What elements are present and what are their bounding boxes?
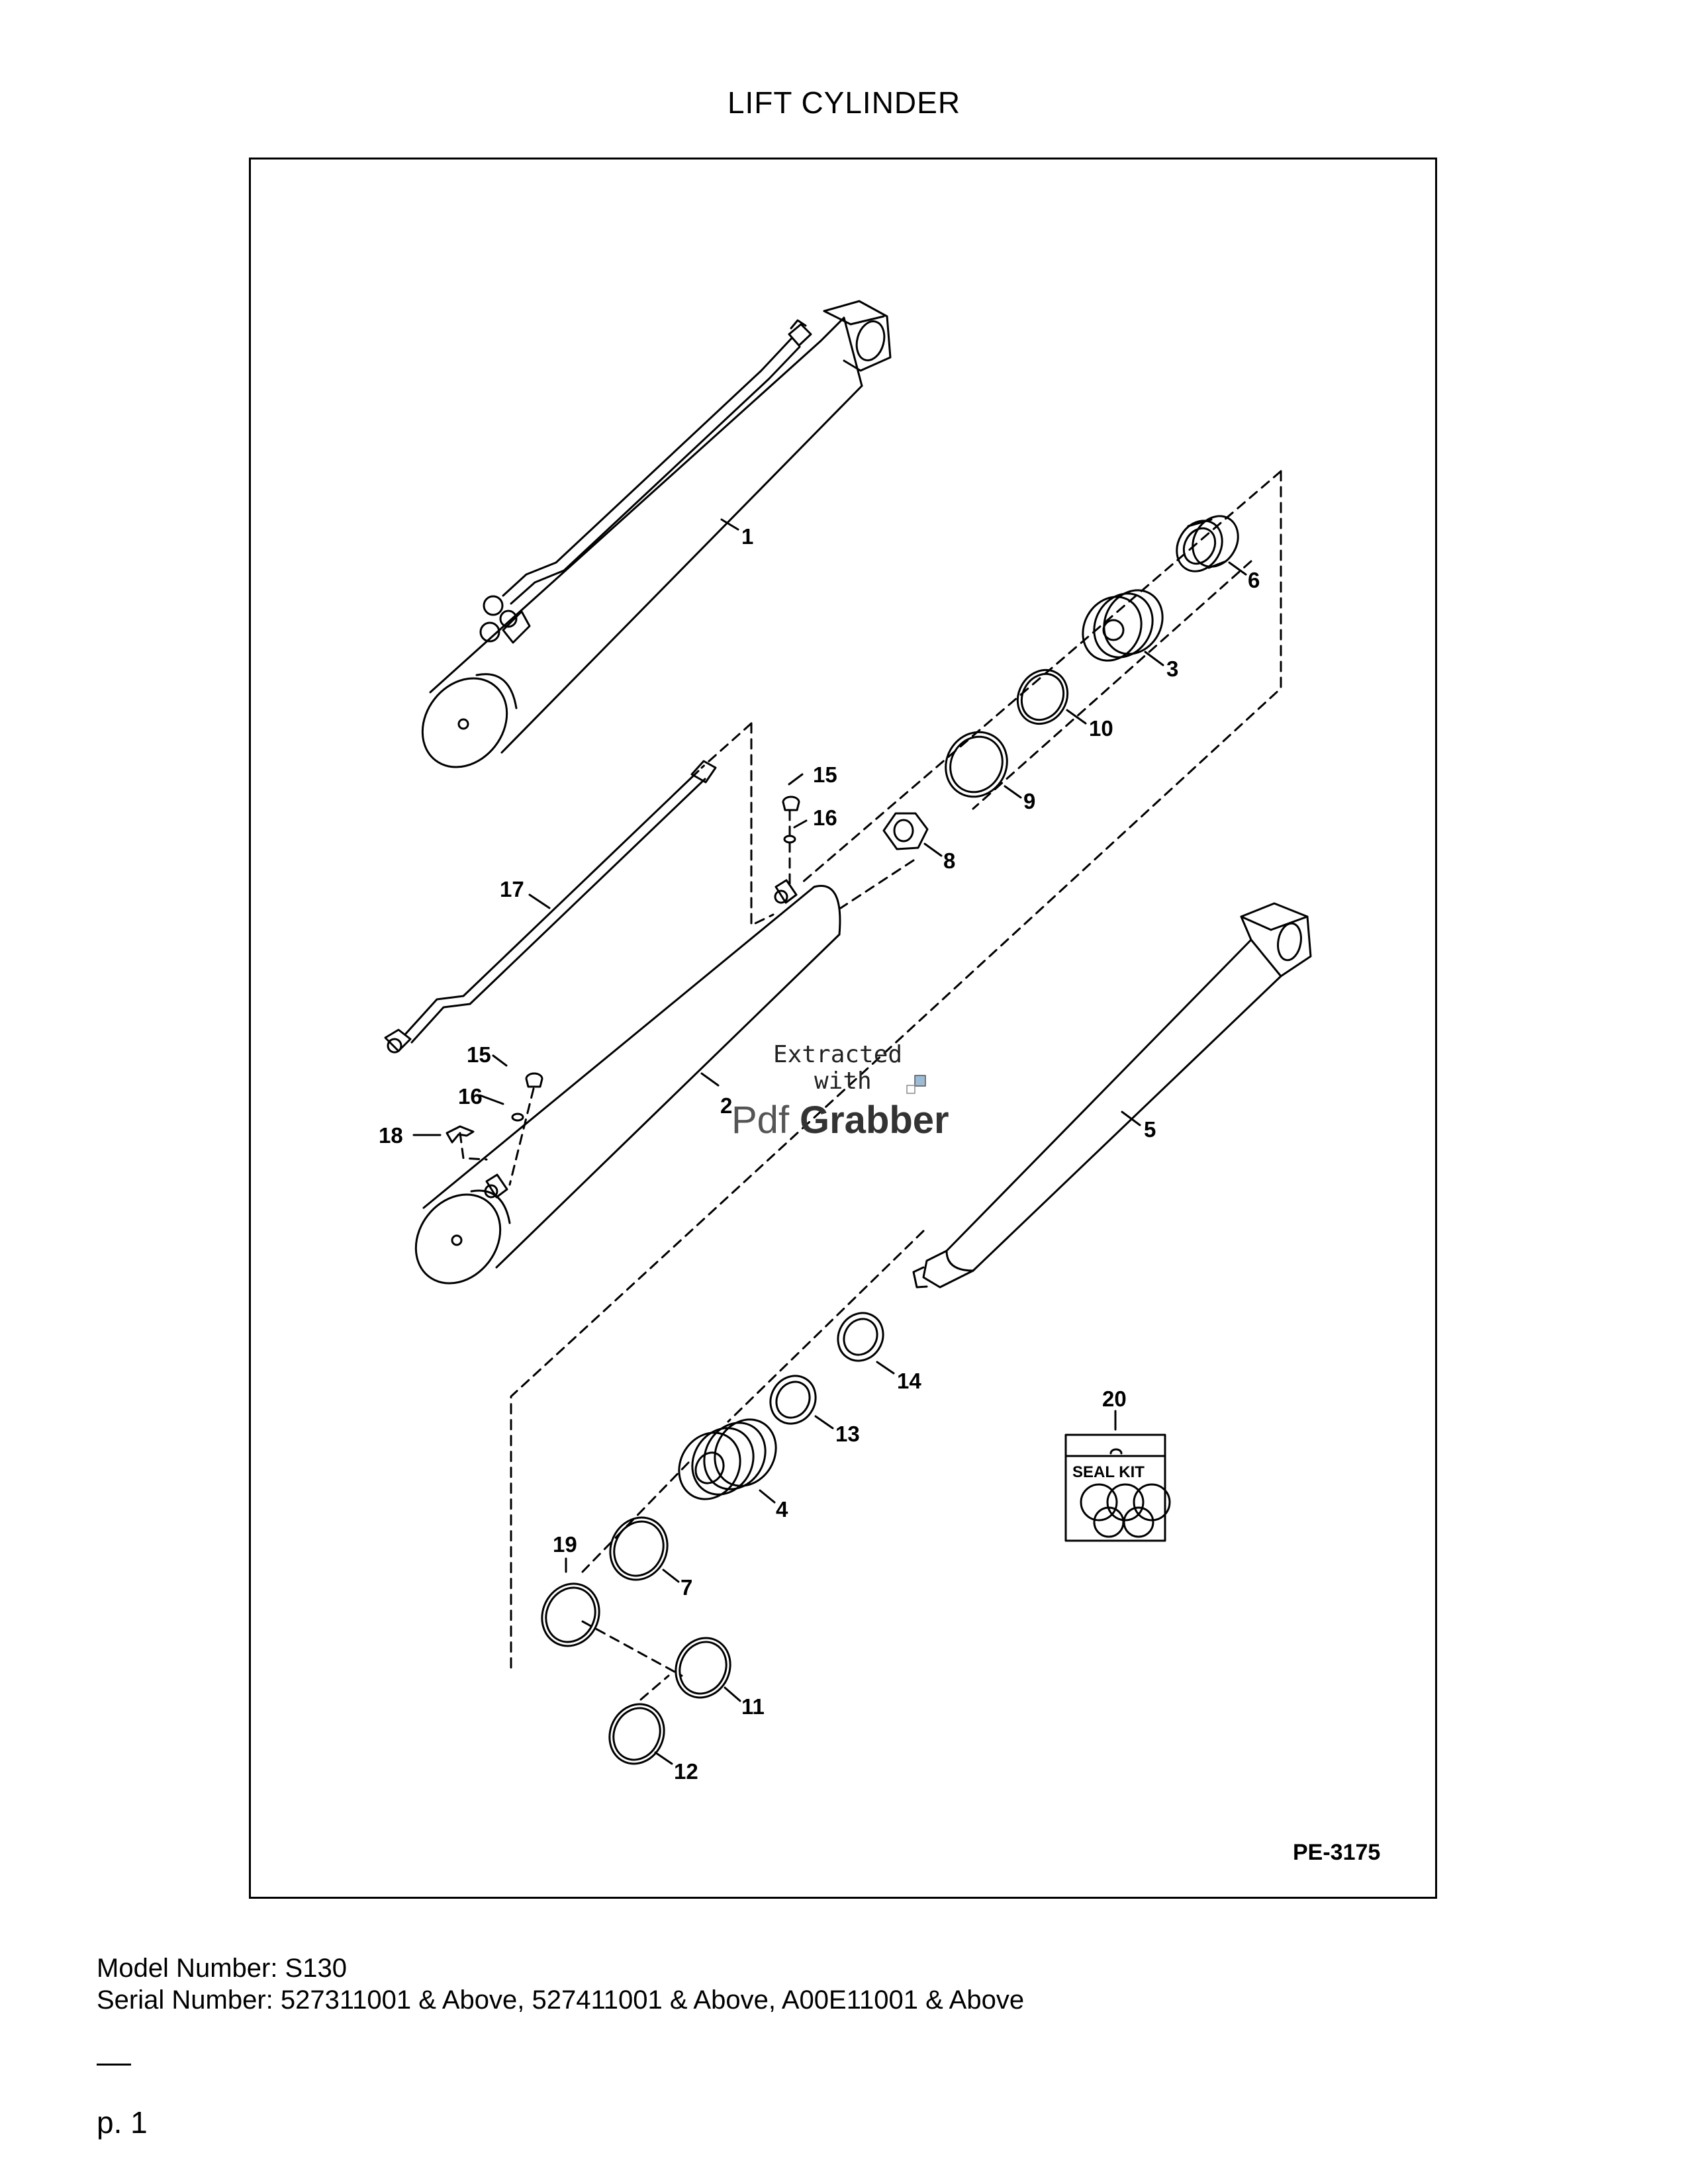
watermark-line1: Extracted — [773, 1041, 902, 1068]
callout-16-top: 16 — [813, 805, 837, 830]
callout-17: 17 — [500, 877, 524, 901]
callout-9: 9 — [1023, 789, 1035, 813]
page-number-rule — [97, 2064, 131, 2066]
callout-15-bottom: 15 — [467, 1042, 491, 1067]
callout-15-top: 15 — [813, 762, 837, 787]
serial-number: Serial Number: 527311001 & Above, 527411… — [97, 1985, 1025, 2015]
pdfgrabber-watermark: Extracted with Pdf Grabber — [731, 1041, 949, 1142]
callout-8: 8 — [943, 848, 955, 873]
callout-12: 12 — [674, 1759, 698, 1784]
callout-18: 18 — [379, 1123, 403, 1148]
callout-14: 14 — [897, 1369, 921, 1393]
callout-11: 11 — [741, 1694, 765, 1719]
callout-16-bottom: 16 — [458, 1084, 483, 1109]
part-2-barrel — [414, 879, 841, 1285]
part-20-seal-kit — [1064, 1410, 1171, 1542]
callout-7: 7 — [680, 1575, 692, 1600]
explode-guides — [459, 470, 1282, 1701]
watermark-line2: with — [814, 1068, 872, 1095]
part-5-rod — [912, 902, 1312, 1289]
part-6-bushing — [1176, 515, 1239, 572]
part-8-nut — [882, 812, 929, 850]
callout-2: 2 — [720, 1093, 732, 1118]
seal-kit-label: SEAL KIT — [1072, 1463, 1145, 1481]
callout-1: 1 — [741, 524, 753, 549]
callout-4: 4 — [776, 1497, 788, 1522]
part-17-tube — [384, 760, 717, 1054]
drawing-code: PE-3175 — [1293, 1840, 1380, 1865]
model-number: Model Number: S130 — [97, 1954, 347, 1983]
watermark-brand-a: Pdf — [731, 1099, 790, 1142]
part-3-head — [1082, 589, 1164, 662]
o-rings — [541, 668, 1069, 1765]
page-number: p. 1 — [97, 2105, 148, 2140]
callout-19: 19 — [553, 1532, 577, 1557]
page-title: LIFT CYLINDER — [727, 85, 961, 120]
part-4-piston — [678, 1418, 777, 1500]
leader-lines — [412, 518, 1247, 1765]
diagram-frame — [249, 158, 1437, 1899]
small-fittings — [445, 796, 800, 1144]
watermark-brand-b: Grabber — [800, 1099, 949, 1142]
callout-6: 6 — [1248, 568, 1260, 592]
callout-5: 5 — [1144, 1117, 1156, 1142]
callout-10: 10 — [1089, 716, 1113, 741]
callout-20: 20 — [1102, 1387, 1127, 1411]
callout-3: 3 — [1166, 657, 1178, 681]
callout-labels: 1 6 3 10 9 8 15 16 17 2 15 16 18 5 14 13… — [379, 524, 1380, 1865]
part-1-cylinder-assembly — [421, 300, 892, 768]
callout-13: 13 — [835, 1422, 860, 1446]
